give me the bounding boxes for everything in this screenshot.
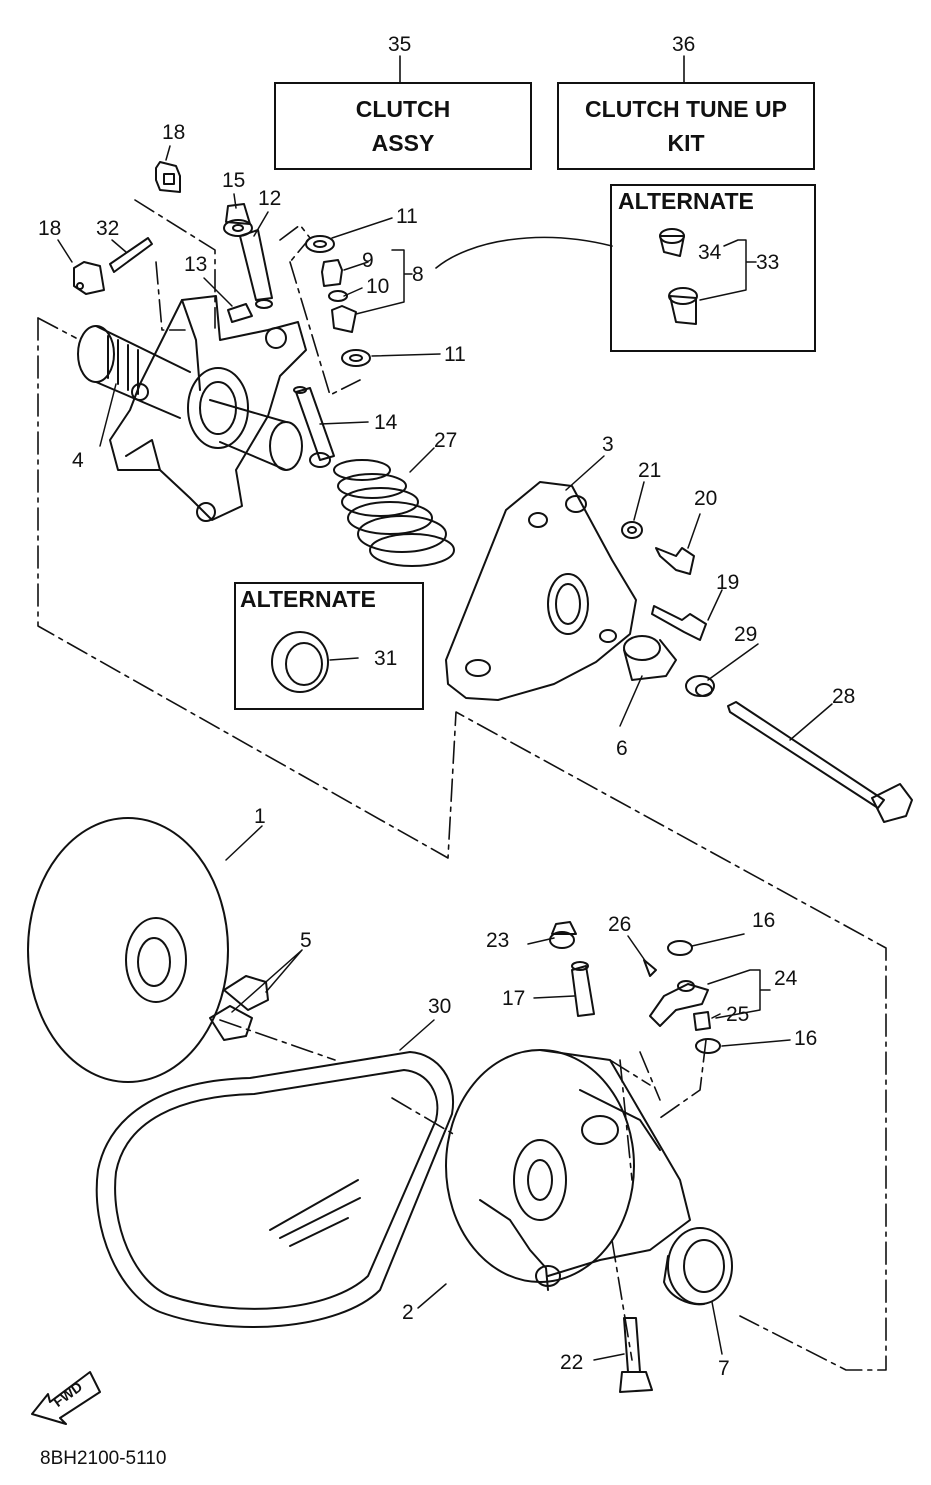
callout-29: 29 — [734, 623, 758, 646]
callout-28: 28 — [832, 685, 856, 708]
callout-35: 35 — [388, 33, 412, 56]
callout-33: 33 — [756, 251, 780, 274]
callout-19: 19 — [716, 571, 740, 594]
callout-15: 15 — [222, 169, 246, 192]
drive-belt-part — [95, 1051, 455, 1329]
callout-22: 22 — [560, 1351, 584, 1374]
cover-hardware — [621, 521, 707, 641]
clutch-assy-box: CLUTCH ASSY — [274, 82, 532, 170]
callout-12: 12 — [258, 187, 282, 210]
callout-16-top: 16 — [752, 909, 776, 932]
callout-13: 13 — [184, 253, 208, 276]
clutch-tune-up-kit-line2: KIT — [667, 130, 705, 156]
spider-hub-part — [77, 295, 307, 522]
callout-17: 17 — [502, 987, 526, 1010]
clutch-assy-line1: CLUTCH — [355, 96, 451, 122]
assembly-reference-lines — [37, 199, 887, 1371]
callout-1: 1 — [254, 805, 266, 828]
callout-14: 14 — [374, 411, 398, 434]
callout-27: 27 — [434, 429, 458, 452]
spring-part — [333, 459, 455, 567]
clutch-cover-part — [445, 481, 637, 701]
callout-18-left: 18 — [38, 217, 62, 240]
callout-11-top: 11 — [396, 205, 418, 228]
callout-24: 24 — [774, 967, 798, 990]
callout-18-top: 18 — [162, 121, 186, 144]
callout-9: 9 — [362, 249, 374, 272]
callout-11-bottom: 11 — [444, 343, 466, 366]
callout-36: 36 — [672, 33, 696, 56]
clutch-tune-up-kit-box: CLUTCH TUNE UP KIT — [557, 82, 815, 170]
clutch-tune-up-kit-line1: CLUTCH TUNE UP — [585, 96, 787, 122]
reference-code: 8BH2100-5110 — [40, 1448, 167, 1469]
callout-34: 34 — [698, 241, 722, 264]
box-leader-lines — [399, 55, 685, 269]
callout-2: 2 — [402, 1301, 414, 1324]
callout-30: 30 — [428, 995, 452, 1018]
callout-5: 5 — [300, 929, 312, 952]
weight-parts — [305, 235, 371, 367]
alternate-bushing-parts — [659, 228, 698, 325]
seal-and-bolt-parts — [619, 1227, 733, 1393]
callout-23: 23 — [486, 929, 510, 952]
callout-7: 7 — [718, 1357, 730, 1380]
callout-31: 31 — [374, 647, 398, 670]
callout-16-bottom: 16 — [794, 1027, 818, 1050]
callout-25: 25 — [726, 1003, 750, 1026]
alternate-title-lower: ALTERNATE — [240, 586, 376, 612]
fixed-sheave-part — [27, 817, 229, 1083]
callout-21: 21 — [638, 459, 662, 482]
forward-arrow-icon — [31, 1371, 101, 1425]
callout-32: 32 — [96, 217, 120, 240]
callout-26: 26 — [608, 913, 632, 936]
movable-sheave-part — [445, 1049, 691, 1291]
callout-4: 4 — [72, 449, 84, 472]
callout-20: 20 — [694, 487, 718, 510]
callout-6: 6 — [616, 737, 628, 760]
movable-sheave-hardware — [549, 921, 721, 1054]
callout-3: 3 — [602, 433, 614, 456]
alternate-ring-part — [271, 631, 329, 693]
callout-10: 10 — [366, 275, 390, 298]
callout-8: 8 — [412, 263, 424, 286]
alternate-box-lower — [234, 582, 424, 710]
clutch-assy-line2: ASSY — [371, 130, 435, 156]
alternate-title-upper: ALTERNATE — [618, 188, 754, 214]
small-parts-top-left — [73, 161, 335, 468]
alternate-box-upper — [610, 184, 816, 352]
callout-leader-lines — [57, 145, 833, 1361]
roller-and-bolt-parts — [623, 635, 913, 823]
